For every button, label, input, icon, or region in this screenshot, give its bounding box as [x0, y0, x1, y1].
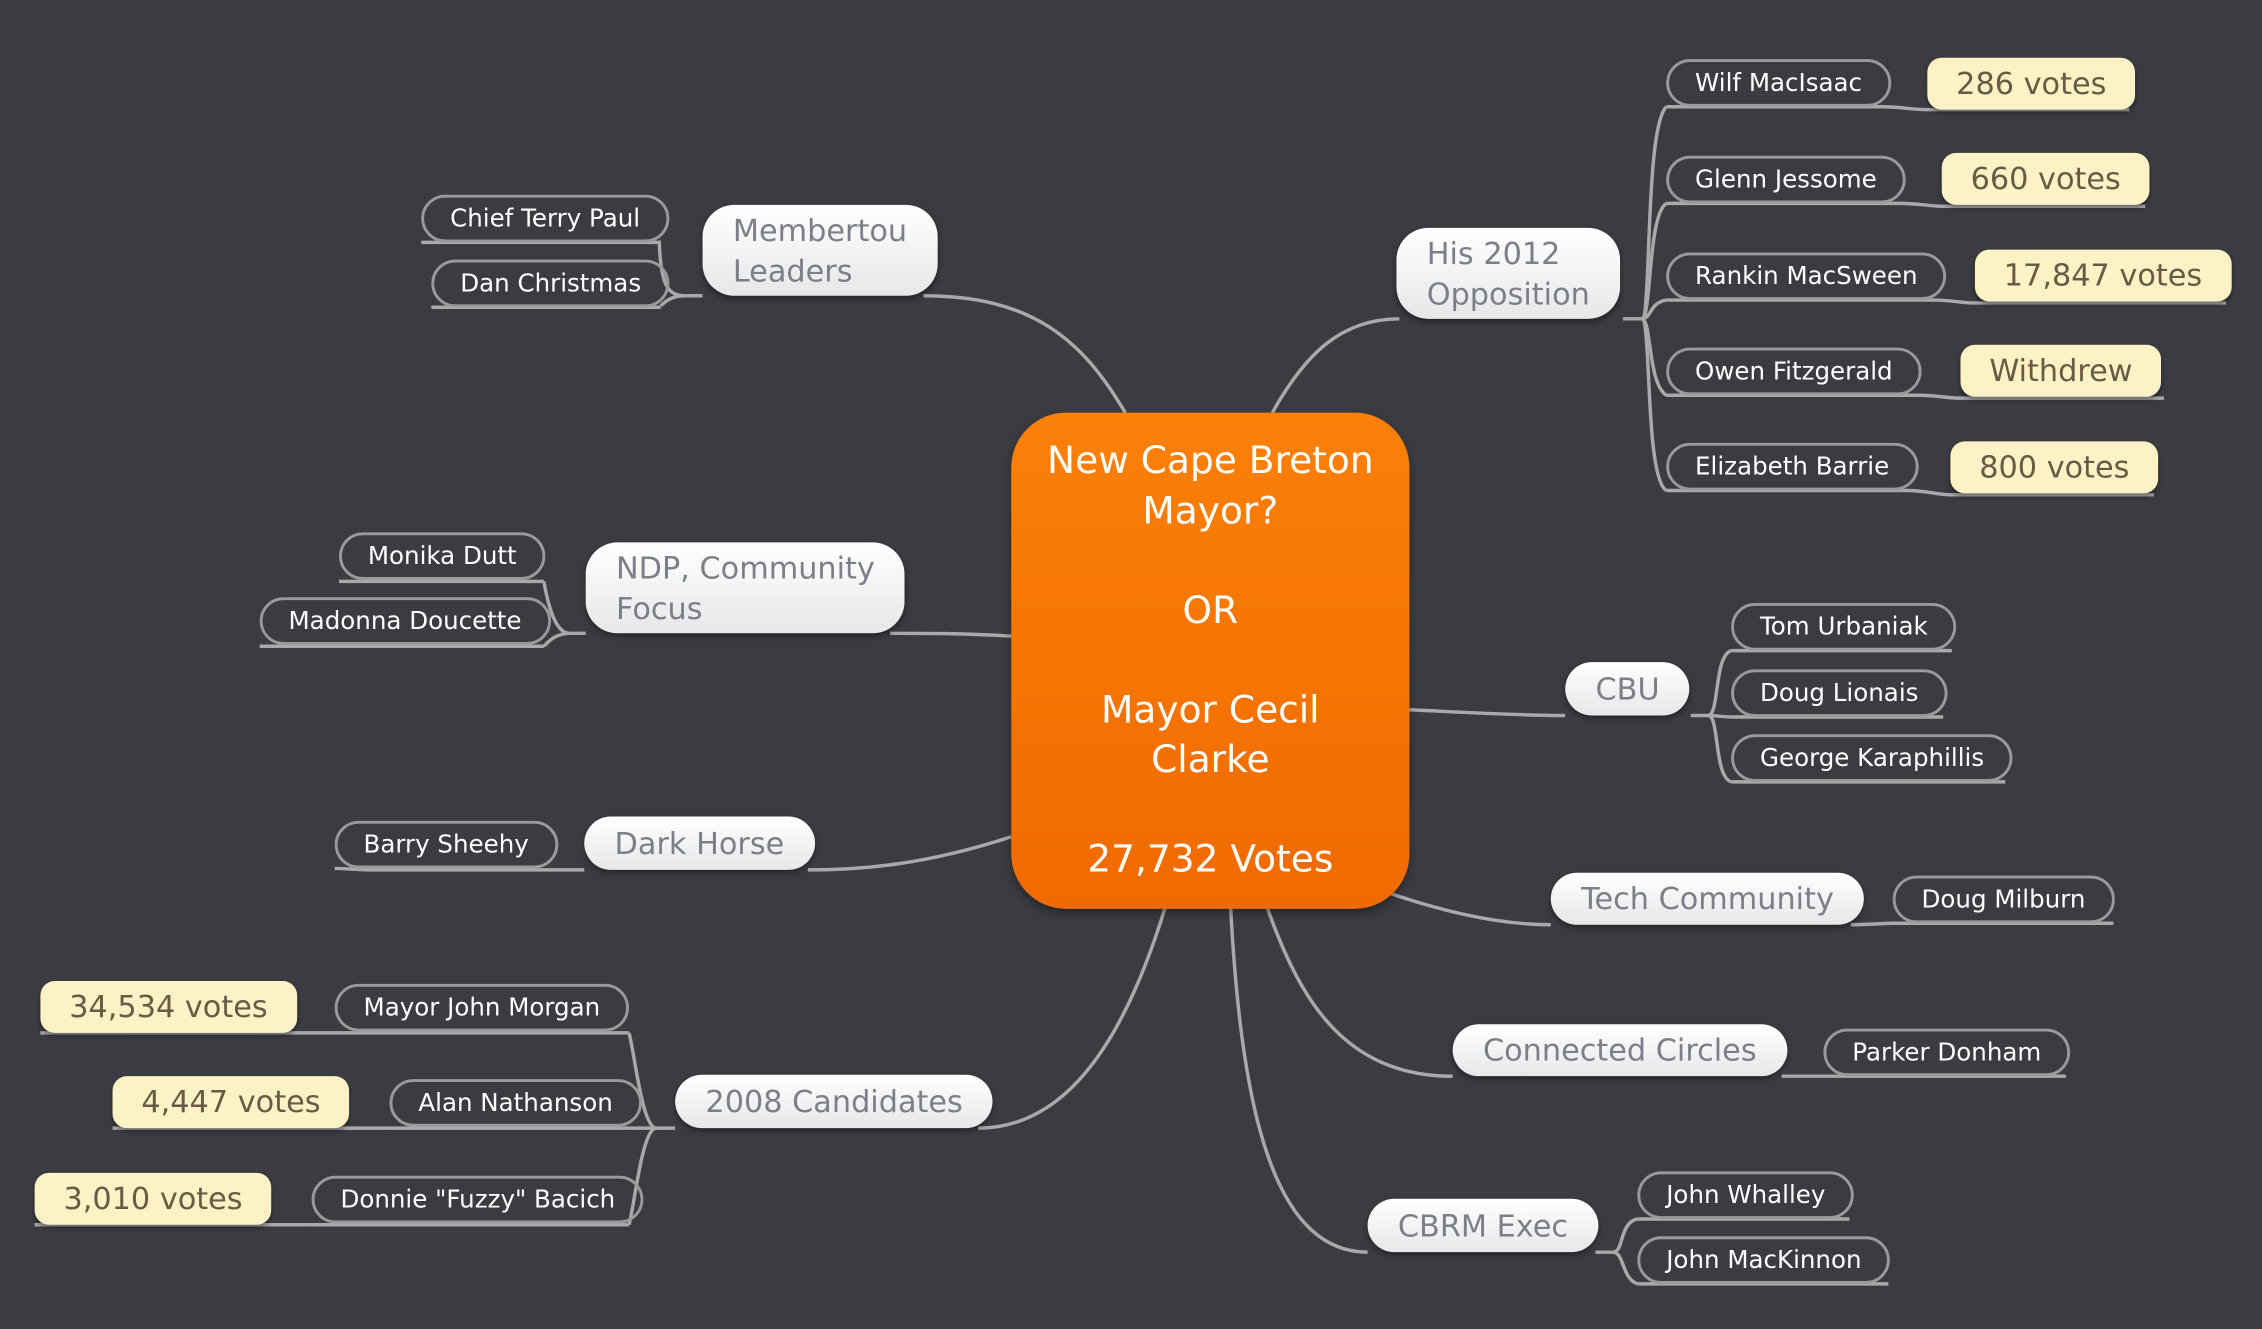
topic-ndp-line-2: Focus: [615, 590, 703, 626]
subtopic-parker-donham[interactable]: Parker Donham: [1823, 1028, 2071, 1077]
topic-connected-circles[interactable]: Connected Circles: [1452, 1024, 1787, 1077]
central-line-8: [1011, 785, 1409, 835]
central-topic[interactable]: New Cape Breton Mayor? OR Mayor Cecil Cl…: [1011, 412, 1410, 909]
subtopic-rankin-macsween[interactable]: Rankin MacSween: [1666, 252, 1947, 301]
connector-2012: [1270, 317, 1400, 414]
topic-cbrm-exec[interactable]: CBRM Exec: [1367, 1198, 1599, 1253]
subtopic-barry-sheehy[interactable]: Barry Sheehy: [334, 820, 558, 869]
central-line-5: [1011, 636, 1409, 686]
central-line-4: OR: [1182, 589, 1239, 633]
votes-owen-fitzgerald[interactable]: Withdrew: [1960, 344, 2162, 397]
subtopic-glenn-jessome[interactable]: Glenn Jessome: [1666, 155, 1906, 204]
votes-glenn-jessome[interactable]: 660 votes: [1941, 152, 2150, 205]
subtopic-alan-nathanson[interactable]: Alan Nathanson: [389, 1079, 642, 1127]
votes-alan-nathanson[interactable]: 4,447 votes: [112, 1076, 350, 1129]
subtopic-mayor-john-morgan[interactable]: Mayor John Morgan: [334, 983, 630, 1032]
subtopic-wilf-macisaac[interactable]: Wilf MacIsaac: [1666, 59, 1891, 107]
votes-elizabeth-barrie[interactable]: 800 votes: [1950, 441, 2159, 494]
subtopic-tom-urbaniak[interactable]: Tom Urbaniak: [1731, 603, 1957, 651]
topic-2008-candidates[interactable]: 2008 Candidates: [675, 1074, 994, 1129]
central-line-2: Mayor?: [1142, 489, 1279, 534]
subtopic-donnie-bacich[interactable]: Donnie "Fuzzy" Bacich: [311, 1175, 645, 1224]
connector-cbu: [1409, 708, 1566, 718]
connector-2008: [978, 905, 1168, 1130]
subtopic-john-whalley[interactable]: John Whalley: [1637, 1171, 1855, 1219]
central-line-7: Clarke: [1151, 738, 1270, 782]
central-line-3: [1011, 537, 1409, 587]
subtopic-owen-fitzgerald[interactable]: Owen Fitzgerald: [1666, 347, 1922, 396]
central-line-9: 27,732 Votes: [1087, 838, 1334, 882]
topic-membertou-line-2: Leaders: [732, 253, 853, 288]
subtopic-elizabeth-barrie[interactable]: Elizabeth Barrie: [1666, 442, 1919, 491]
subtopic-madonna-doucette[interactable]: Madonna Doucette: [259, 597, 551, 645]
connector-ndp: [890, 631, 1012, 638]
topic-tech-community[interactable]: Tech Community: [1550, 872, 1865, 925]
topic-membertou-leaders[interactable]: Membertou Leaders: [702, 204, 938, 296]
subtopic-doug-lionais[interactable]: Doug Lionais: [1731, 669, 1948, 717]
connector-tech: [1384, 889, 1551, 927]
topic-2012-opposition[interactable]: His 2012 Opposition: [1396, 227, 1621, 319]
connector-membertou: [923, 294, 1127, 414]
votes-wilf-macisaac[interactable]: 286 votes: [1927, 57, 2136, 110]
subtopic-monika-dutt[interactable]: Monika Dutt: [339, 532, 546, 580]
subtopic-doug-milburn[interactable]: Doug Milburn: [1892, 875, 2115, 924]
topic-dark-horse[interactable]: Dark Horse: [584, 816, 815, 870]
topic-2012-line-2: Opposition: [1426, 276, 1590, 311]
subtopic-john-mackinnon[interactable]: John MacKinnon: [1637, 1236, 1891, 1284]
subtopic-george-karaphillis[interactable]: George Karaphillis: [1731, 734, 2013, 782]
connector-circles: [1264, 905, 1453, 1078]
votes-john-morgan[interactable]: 34,534 votes: [40, 980, 297, 1033]
central-line-6: Mayor Cecil: [1101, 688, 1320, 733]
topic-ndp-community-focus[interactable]: NDP, Community Focus: [585, 542, 906, 634]
topic-ndp-line-1: NDP, Community: [615, 550, 875, 585]
subtopic-chief-terry-paul[interactable]: Chief Terry Paul: [421, 194, 669, 243]
subtopic-dan-christmas[interactable]: Dan Christmas: [431, 259, 670, 308]
topic-membertou-line-1: Membertou: [732, 212, 908, 248]
votes-donnie-bacich[interactable]: 3,010 votes: [34, 1172, 272, 1225]
central-line-1: New Cape Breton: [1047, 439, 1374, 484]
votes-rankin-macsween[interactable]: 17,847 votes: [1974, 249, 2232, 302]
connector-dark-horse: [807, 835, 1012, 872]
topic-2012-line-1: His 2012: [1426, 235, 1561, 271]
connector-cbrm: [1228, 905, 1368, 1254]
topic-cbu[interactable]: CBU: [1565, 662, 1690, 716]
